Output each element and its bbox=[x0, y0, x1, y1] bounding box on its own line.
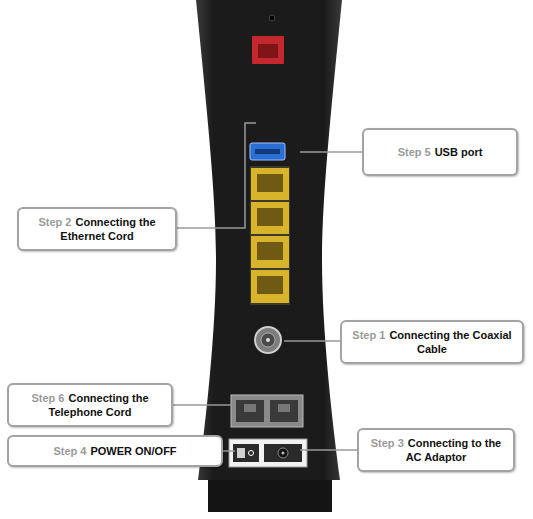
step-description: Connecting the Coaxial Cable bbox=[389, 329, 511, 355]
telephone-ports bbox=[231, 395, 303, 427]
callout-box: Step 3Connecting to the AC Adaptor bbox=[357, 428, 515, 472]
step-number: Step 6 bbox=[31, 392, 64, 404]
modem-body bbox=[196, 0, 342, 480]
callout-text: Step 2Connecting the Ethernet Cord bbox=[19, 211, 175, 247]
ethernet-ports bbox=[250, 166, 290, 305]
step-number: Step 5 bbox=[398, 146, 431, 158]
callout-text: Step 3Connecting to the AC Adaptor bbox=[359, 432, 513, 468]
callout-text: Step 6Connecting the Telephone Cord bbox=[9, 387, 171, 423]
coax-connector bbox=[255, 327, 281, 353]
callout-box: Step 6Connecting the Telephone Cord bbox=[7, 383, 173, 427]
step-description: USB port bbox=[435, 146, 483, 158]
usb-port bbox=[250, 143, 285, 160]
step-number: Step 1 bbox=[352, 329, 385, 341]
callout-box: Step 2Connecting the Ethernet Cord bbox=[17, 207, 177, 251]
leader-lines bbox=[171, 123, 362, 451]
red-port bbox=[252, 36, 284, 64]
callout-text: Step 1 Connecting the Coaxial Cable bbox=[342, 324, 522, 360]
callout-box: Step 4 POWER ON/OFF bbox=[7, 435, 223, 467]
step-description: POWER ON/OFF bbox=[90, 445, 176, 457]
callout-box: Step 1 Connecting the Coaxial Cable bbox=[340, 320, 524, 364]
callout-box: Step 5 USB port bbox=[362, 128, 518, 176]
callout-text: Step 4 POWER ON/OFF bbox=[45, 440, 184, 462]
reset-hole bbox=[269, 15, 275, 21]
callout-text: Step 5 USB port bbox=[390, 141, 491, 163]
step-number: Step 4 bbox=[53, 445, 86, 457]
power-panel bbox=[229, 439, 307, 467]
step-description: Connecting the Ethernet Cord bbox=[60, 216, 155, 242]
step-number: Step 3 bbox=[371, 437, 404, 449]
step-description: Connecting to the AC Adaptor bbox=[406, 437, 502, 463]
step-number: Step 2 bbox=[38, 216, 71, 228]
